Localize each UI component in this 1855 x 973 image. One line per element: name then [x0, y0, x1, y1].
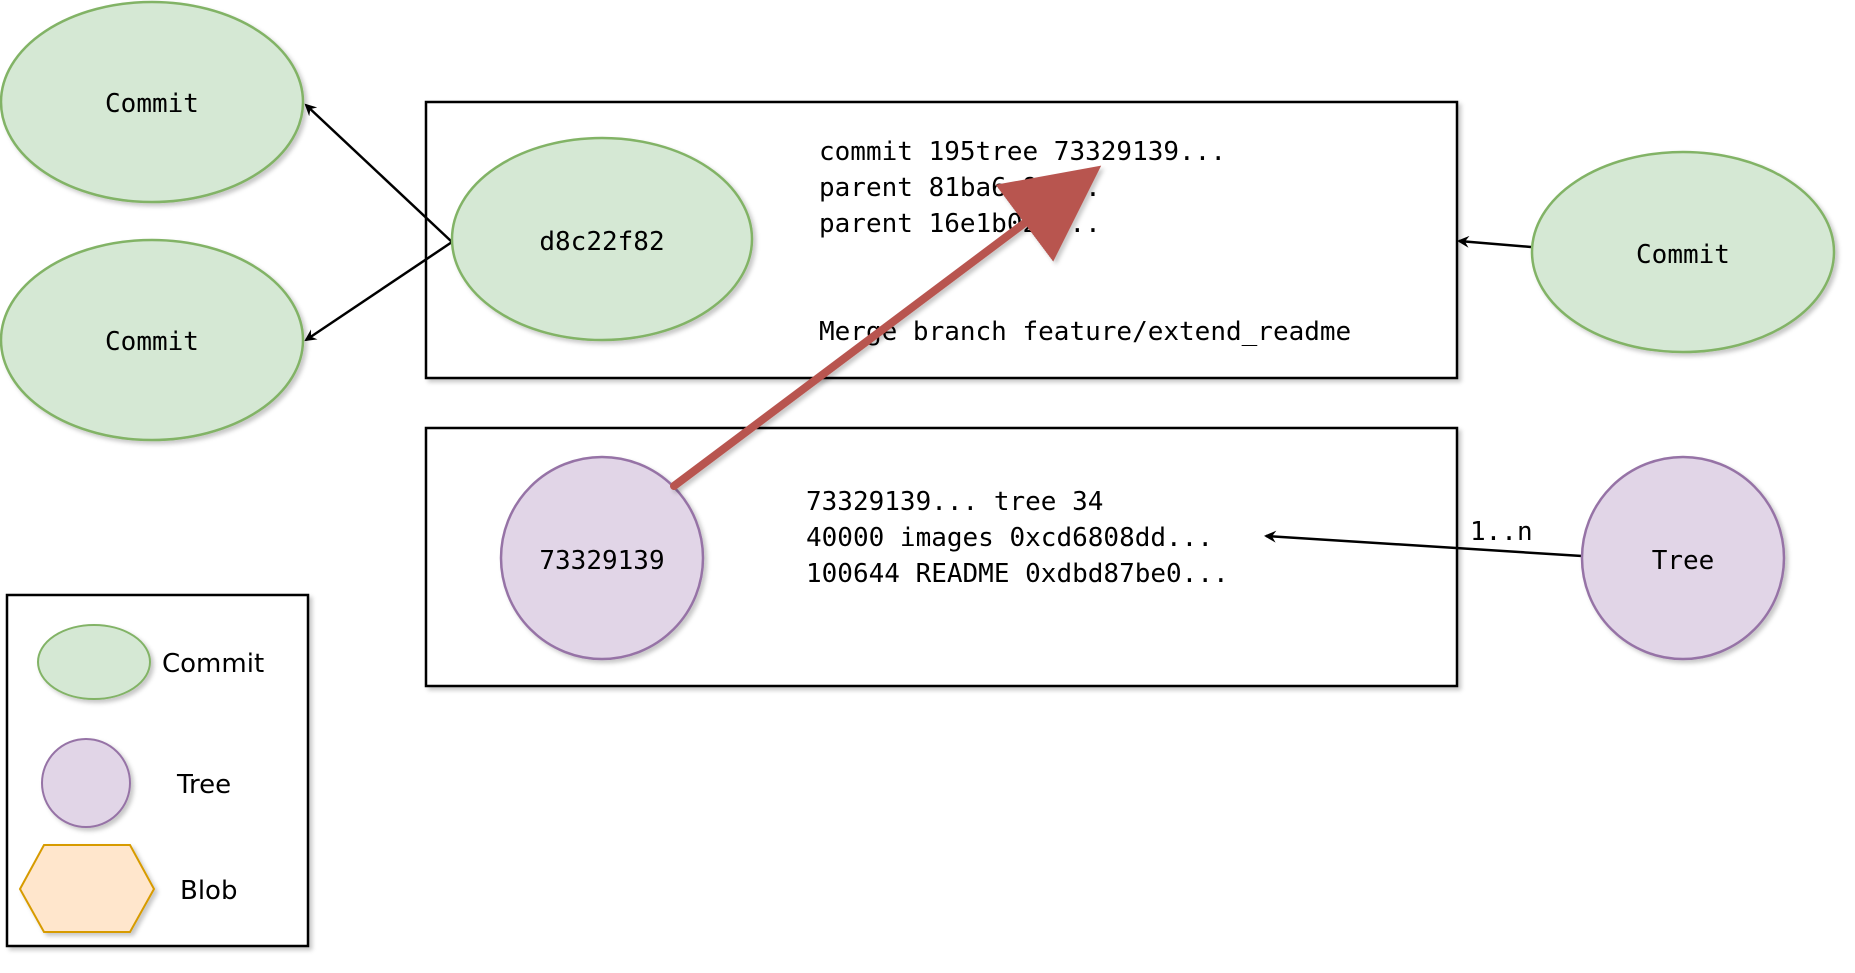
- commit-node-left-top[interactable]: [0, 0, 305, 204]
- commit-node-left-bottom[interactable]: [0, 238, 305, 442]
- legend-commit-label: Commit: [162, 649, 264, 679]
- tree-entry-line-2: 40000 images 0xcd6808dd...: [806, 523, 1213, 553]
- commit-node-right[interactable]: [1530, 150, 1836, 354]
- edge-label-multiplicity: 1..n: [1470, 517, 1533, 547]
- legend-tree-label: Tree: [176, 770, 231, 800]
- edge-to-parent-commit-top: [304, 103, 453, 243]
- commit-node-center-label: d8c22f82: [539, 227, 664, 257]
- commit-node-right-label: Commit: [1636, 240, 1730, 270]
- commit-box-line-3: parent 16e1b028...: [819, 209, 1101, 239]
- tree-node-right[interactable]: [1580, 455, 1786, 661]
- tree-node-center-label: 73329139: [539, 546, 664, 576]
- commit-node-left-top-label: Commit: [105, 89, 199, 119]
- legend-tree-swatch: [41, 738, 131, 828]
- legend-blob-label: Blob: [180, 876, 237, 906]
- commit-box-line-1: commit 195tree 73329139...: [819, 137, 1226, 167]
- commit-node-center[interactable]: [450, 136, 754, 342]
- legend-blob-swatch: [18, 844, 156, 933]
- tree-node-right-label: Tree: [1652, 546, 1715, 576]
- tree-node-center[interactable]: [499, 455, 705, 661]
- legend-commit-swatch: [37, 624, 151, 700]
- tree-entry-line-1: 73329139... tree 34: [806, 487, 1103, 517]
- edge-tree-to-entries: [1264, 530, 1583, 558]
- tree-entry-line-3: 100644 README 0xdbd87be0...: [806, 559, 1229, 589]
- edge-to-parent-commit-bottom: [304, 240, 453, 342]
- commit-message: Merge branch feature/extend_readme: [819, 317, 1351, 347]
- edge-next-commit-to-box: [1457, 235, 1532, 249]
- commit-node-left-bottom-label: Commit: [105, 327, 199, 357]
- highlight-arrow: [670, 165, 1102, 490]
